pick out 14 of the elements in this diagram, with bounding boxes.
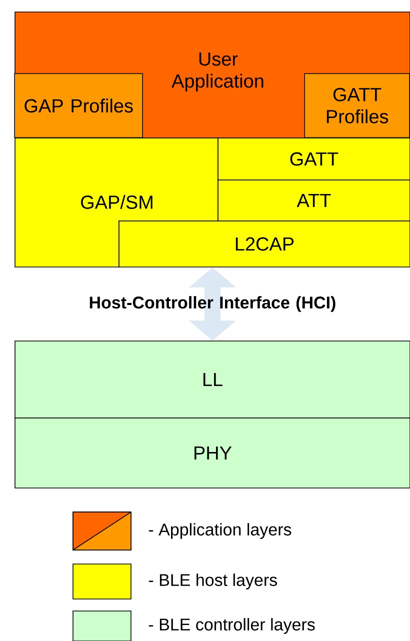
layer-box: LL <box>14 340 410 418</box>
legend-label: - BLE controller layers <box>148 618 315 634</box>
legend-label: - Application layers <box>148 523 292 539</box>
layer-box: ATT <box>218 180 410 222</box>
layer-box: GATT Profiles <box>304 73 410 138</box>
legend-label: - BLE host layers <box>148 574 277 590</box>
node-label: GATT <box>290 152 338 166</box>
layer-box: PHY <box>14 418 410 488</box>
node-label: ATT <box>296 194 331 208</box>
layer-box: GATT <box>218 138 410 180</box>
edge-label: Host-Controller Interface (HCI) <box>90 296 336 312</box>
layer-box: GAP Profiles <box>14 73 143 138</box>
layer-box: GAP/SM <box>14 138 218 268</box>
layer-box: L2CAP <box>118 220 410 268</box>
